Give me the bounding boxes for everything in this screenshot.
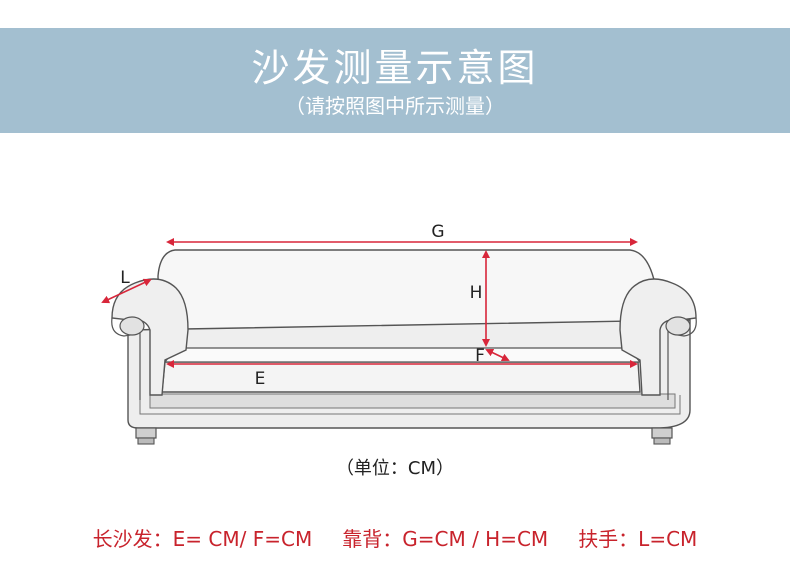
sofa-seat-top bbox=[163, 347, 642, 363]
measure-f-arrow bbox=[485, 348, 510, 362]
sofa-leg-right bbox=[651, 427, 673, 445]
footer-long-sofa: 长沙发：E= CM/ F=CM bbox=[92, 527, 313, 551]
label-l: L bbox=[120, 268, 130, 288]
sofa-leg-left bbox=[135, 427, 157, 445]
page-subtitle: （请按照图中所示测量） bbox=[285, 94, 505, 118]
right-armrest bbox=[619, 278, 697, 396]
label-h: H bbox=[470, 283, 483, 303]
page-title: 沙发测量示意图 bbox=[251, 46, 539, 90]
sofa-base-inner bbox=[139, 395, 681, 415]
sofa-seat bbox=[161, 361, 641, 393]
measure-l-arrow bbox=[101, 278, 152, 304]
label-f: F bbox=[475, 346, 485, 366]
label-e: E bbox=[255, 369, 266, 389]
measurement-footer: 长沙发：E= CM/ F=CM 靠背：G=CM / H=CM 扶手：L=CM bbox=[0, 524, 790, 554]
unit-note: （单位：CM） bbox=[335, 458, 455, 479]
footer-armrest: 扶手：L=CM bbox=[578, 527, 698, 551]
label-g: G bbox=[431, 222, 444, 242]
footer-backrest: 靠背：G=CM / H=CM bbox=[342, 527, 549, 551]
header-band bbox=[0, 28, 790, 133]
